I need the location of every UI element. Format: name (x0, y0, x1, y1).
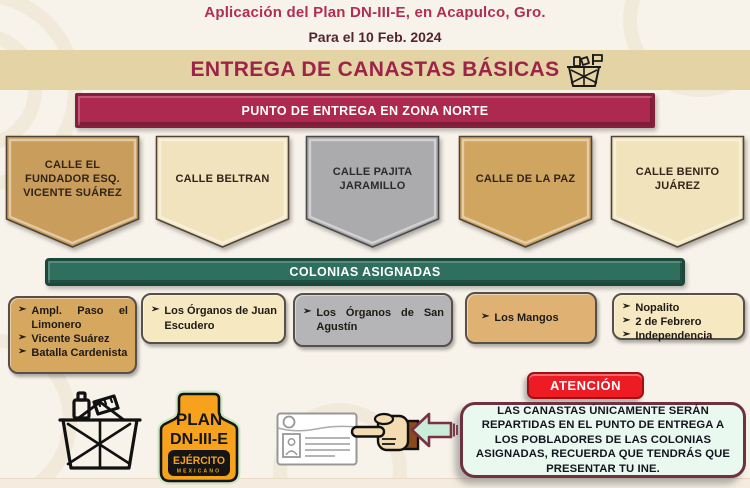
banner-band: ENTREGA DE CANASTAS BÁSICAS (0, 50, 750, 90)
logo-mexicano-text: MEXICANO (177, 469, 222, 475)
street-label: CALLE PAJITA JARAMILLO (332, 165, 413, 192)
zone-bar-label: PUNTO DE ENTREGA EN ZONA NORTE (241, 103, 489, 118)
colonia-card-4: ➢ Los Mangos (465, 292, 597, 344)
colonia-card-5: ➢ Nopalito ➢ 2 de Febrero ➢ Independenci… (612, 293, 745, 343)
street-label: CALLE EL FUNDADOR ESQ. VICENTE SUÁREZ (23, 158, 122, 200)
street-label: CALLE DE LA PAZ (475, 172, 576, 185)
page-subtitle: Para el 10 Feb. 2024 (308, 29, 442, 45)
basket-flag-icon (562, 52, 606, 95)
street-pennant-5: CALLE BENITO JUÁREZ (610, 135, 745, 250)
list-item: ➢ Nopalito (622, 301, 680, 314)
arrow-bullet-icon: ➢ (303, 305, 312, 317)
colonia-card-3: ➢ Los Órganos de San Agustín (293, 293, 453, 347)
arrow-bullet-icon: ➢ (481, 310, 490, 322)
arrow-bullet-icon: ➢ (622, 329, 631, 341)
left-arrow-icon (409, 410, 459, 455)
logo-ejercito-text: EJÉRCITO (173, 454, 225, 467)
logo-dniiie-text: DN-III-E (170, 431, 228, 448)
attention-button-label: ATENCIÓN (550, 378, 621, 393)
street-pennant-1: CALLE EL FUNDADOR ESQ. VICENTE SUÁREZ (5, 135, 140, 250)
colonias-bar-label: COLONIAS ASIGNADAS (289, 265, 441, 279)
plan-dniiie-logo: PLAN DN-III-E EJÉRCITO MEXICANO (156, 390, 242, 486)
list-item: ➢ Ampl. Paso el Limonero (18, 304, 128, 332)
colonias-bar: COLONIAS ASIGNADAS (45, 258, 685, 286)
page-title: Aplicación del Plan DN-III-E, en Acapulc… (204, 4, 546, 21)
colonia-card-1: ➢ Ampl. Paso el Limonero ➢ Vicente Suáre… (8, 296, 137, 374)
arrow-bullet-icon: ➢ (18, 346, 27, 358)
banner-title: ENTREGA DE CANASTAS BÁSICAS (190, 58, 560, 81)
street-label: CALLE BELTRAN (175, 172, 270, 185)
logo-plan-text: PLAN (176, 410, 222, 429)
attention-button: ATENCIÓN (527, 372, 644, 399)
arrow-bullet-icon: ➢ (18, 332, 27, 344)
street-pennant-4: CALLE DE LA PAZ (458, 135, 593, 250)
street-pennant-3: CALLE PAJITA JARAMILLO (305, 135, 440, 250)
attention-note-text: LAS CANASTAS ÚNICAMENTE SERÁN REPARTIDAS… (475, 405, 731, 475)
arrow-bullet-icon: ➢ (622, 301, 631, 312)
list-item: ➢ Los Órganos de Juan Escudero (151, 304, 277, 332)
street-label: CALLE BENITO JUÁREZ (635, 165, 720, 192)
list-item: ➢ Batalla Cardenista (18, 346, 128, 360)
list-item: ➢ Independencia (622, 329, 713, 343)
street-pennant-2: CALLE BELTRAN (155, 135, 290, 250)
id-card-icon (276, 412, 358, 471)
arrow-bullet-icon: ➢ (622, 315, 631, 327)
attention-note: LAS CANASTAS ÚNICAMENTE SERÁN REPARTIDAS… (460, 402, 746, 478)
arrow-bullet-icon: ➢ (151, 304, 160, 316)
zone-bar: PUNTO DE ENTREGA EN ZONA NORTE (75, 93, 655, 128)
bottom-strip (0, 478, 750, 488)
list-item: ➢ Los Mangos (481, 310, 559, 324)
arrow-bullet-icon: ➢ (18, 304, 27, 315)
colonia-card-2: ➢ Los Órganos de Juan Escudero (141, 293, 286, 344)
list-item: ➢ Los Órganos de San Agustín (303, 305, 444, 333)
grocery-basket-icon (52, 390, 148, 485)
list-item: ➢ Vicente Suárez (18, 332, 110, 346)
list-item: ➢ 2 de Febrero (622, 315, 702, 329)
